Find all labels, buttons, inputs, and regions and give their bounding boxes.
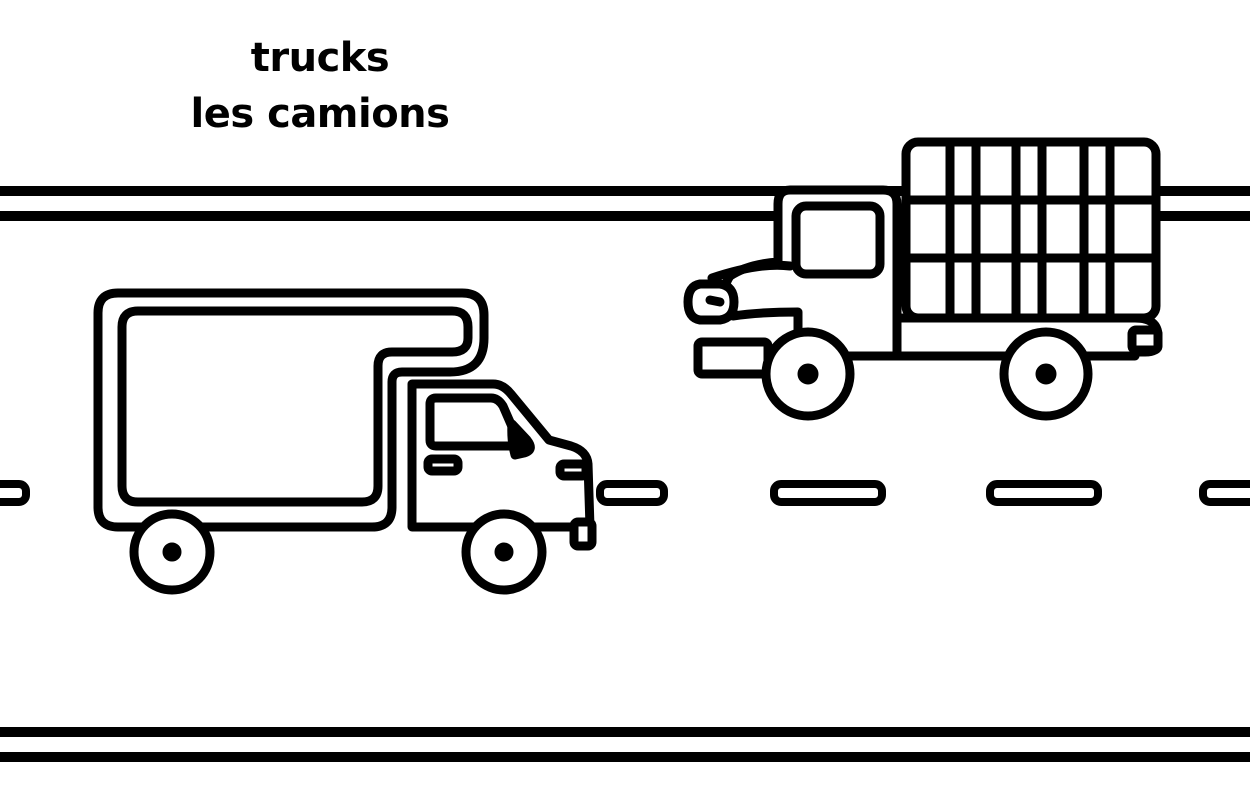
road-top-edge-outer — [0, 186, 1250, 196]
box-truck-door-handle — [423, 454, 463, 476]
box-truck — [93, 288, 597, 595]
lane-dash — [1199, 480, 1250, 506]
stake-truck-rear-hub — [1035, 363, 1057, 385]
lane-dash — [770, 480, 886, 506]
stake-truck-rear-bumper — [1127, 325, 1163, 355]
box-truck-front-hub — [494, 542, 514, 562]
box-truck-headlight — [555, 459, 591, 481]
stake-truck-headlight-lens — [705, 295, 725, 307]
road-edges — [0, 186, 1250, 762]
stake-truck-hood-line — [707, 260, 795, 283]
box-truck-cab-window — [425, 393, 522, 451]
box-truck-cargo-outer — [93, 288, 489, 532]
title-french: les camions — [190, 91, 450, 137]
lane-dash — [596, 480, 668, 506]
stake-truck-rack-frame — [901, 137, 1161, 323]
lane-dashes — [0, 480, 1250, 506]
lane-dash — [986, 480, 1102, 506]
stake-truck-front-bumper — [693, 337, 773, 379]
road-bottom-edge-inner — [0, 727, 1250, 737]
road-top-edge-inner — [0, 211, 1250, 221]
stake-truck — [683, 137, 1163, 421]
stake-truck-cab-window — [791, 201, 885, 279]
title-english: trucks — [250, 35, 390, 81]
box-truck-rear-hub — [162, 542, 182, 562]
road-bottom-edge-outer — [0, 752, 1250, 762]
box-truck-bumper — [569, 517, 597, 551]
box-truck-cargo-inner — [117, 306, 473, 507]
lane-dash — [0, 480, 30, 506]
stake-truck-front-hub — [797, 363, 819, 385]
box-truck-mirror — [507, 419, 535, 460]
